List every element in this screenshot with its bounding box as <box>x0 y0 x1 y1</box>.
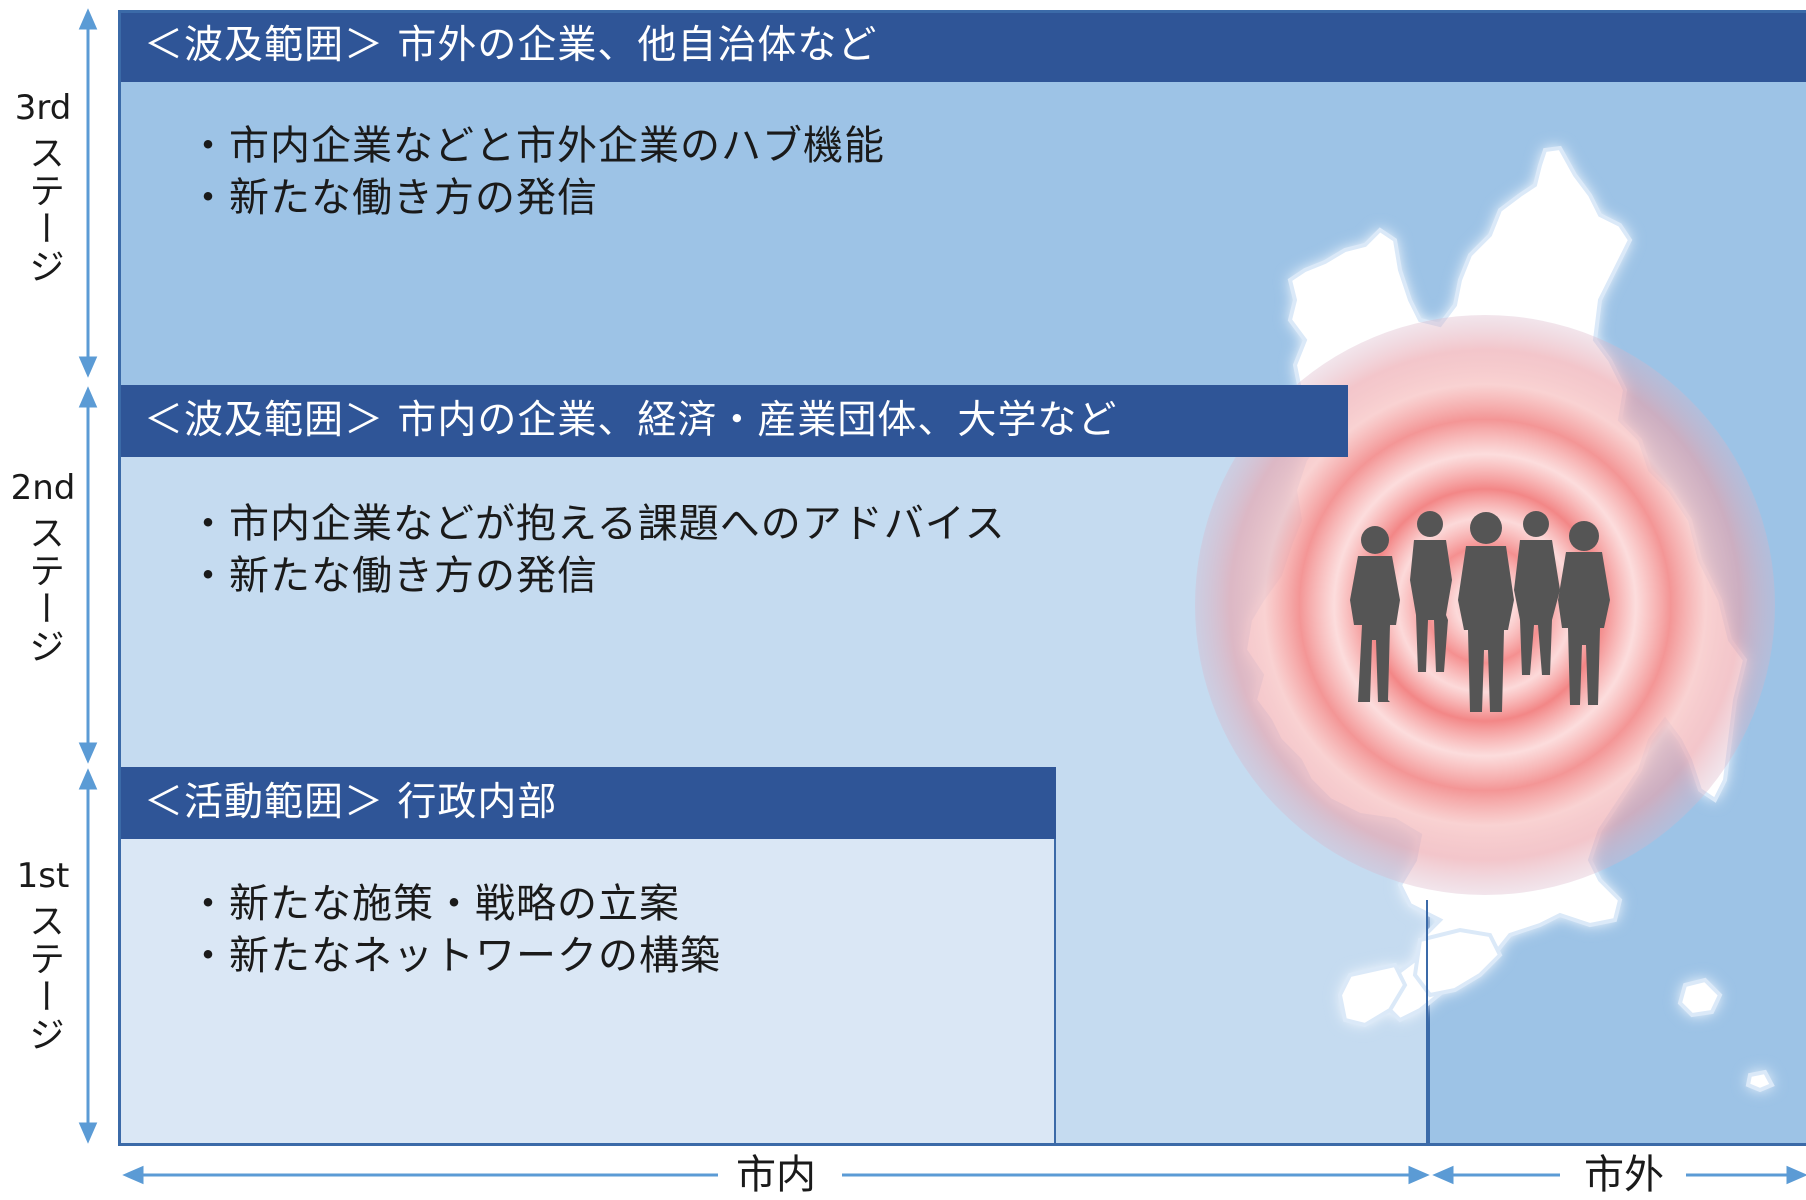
stage-word: ステージ <box>23 134 64 286</box>
stage1-label: 1st ステージ <box>0 856 86 1054</box>
stage-number: 2nd <box>10 468 76 508</box>
stage3-bullets: ・市内企業などと市外企業のハブ機能 ・新たな働き方の発信 <box>188 120 885 224</box>
stage-word: ステージ <box>23 902 64 1054</box>
stage2-header: ＜波及範囲＞ 市内の企業、経済・産業団体、大学など <box>118 385 1348 457</box>
bullet-item: ・市内企業などが抱える課題へのアドバイス <box>188 501 1006 547</box>
bullet-item: ・新たなネットワークの構築 <box>188 933 721 979</box>
stage1-bullets: ・新たな施策・戦略の立案 ・新たなネットワークの構築 <box>188 878 721 982</box>
stage-word: ステージ <box>23 514 64 666</box>
bullet-item: ・新たな施策・戦略の立案 <box>188 881 680 927</box>
bullet-item: ・新たな働き方の発信 <box>188 553 598 599</box>
stage2-label: 2nd ステージ <box>0 468 86 666</box>
stage3-label: 3rd ステージ <box>0 88 86 286</box>
business-people-group-icon <box>1350 511 1610 712</box>
stage3-header: ＜波及範囲＞ 市外の企業、他自治体など <box>118 10 1806 82</box>
region-label-outside: 市外 <box>1570 1151 1678 1199</box>
bullet-item: ・市内企業などと市外企業のハブ機能 <box>188 123 885 169</box>
bullet-item: ・新たな働き方の発信 <box>188 175 598 221</box>
stage2-bullets: ・市内企業などが抱える課題へのアドバイス ・新たな働き方の発信 <box>188 498 1006 602</box>
region-label-inside: 市内 <box>722 1151 830 1199</box>
stage1-header: ＜活動範囲＞ 行政内部 <box>118 767 1056 839</box>
stage-number: 3rd <box>14 88 72 128</box>
stage-number: 1st <box>16 856 70 896</box>
